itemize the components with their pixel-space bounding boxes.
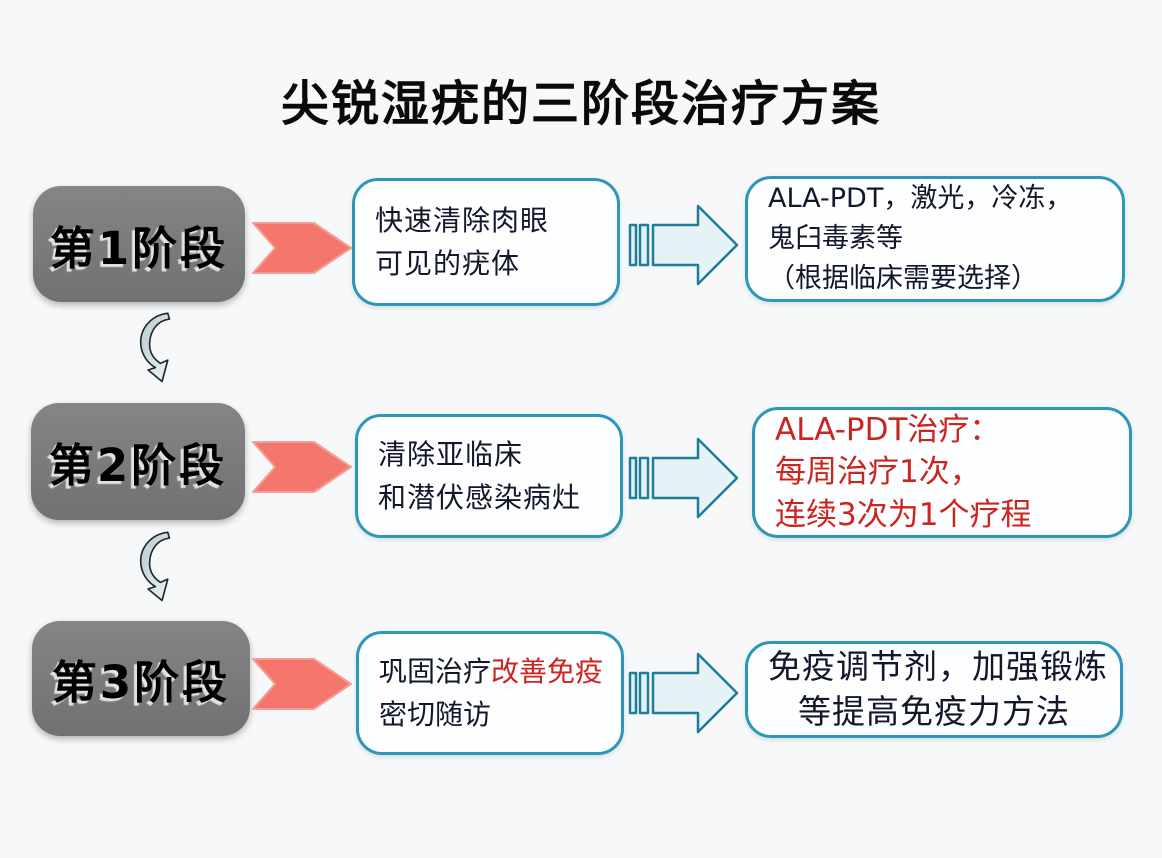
stage-2-box: 第2阶段 xyxy=(31,403,245,520)
stage-3-box: 第3阶段 xyxy=(32,621,250,736)
chevron-right-arrow-icon xyxy=(252,222,352,274)
stage-1-box: 第1阶段 xyxy=(33,186,245,302)
stage-2-method-line-1: ALA-PDT治疗： xyxy=(775,412,1001,449)
curved-down-arrow-icon xyxy=(139,312,171,383)
stage-2-goal-line-1: 清除亚临床 xyxy=(378,437,524,471)
chevron-right-arrow-icon xyxy=(252,441,352,493)
striped-right-arrow-icon xyxy=(628,437,739,519)
stage-1-goal-line-1: 快速清除肉眼 xyxy=(375,203,550,237)
stage-2-method-line-3: 连续3次为1个疗程 xyxy=(775,496,1032,533)
stage-1-goal-box: 快速清除肉眼 可见的疣体 xyxy=(352,178,620,306)
stage-3-label: 第3阶段 xyxy=(51,656,231,709)
page-title: 尖锐湿疣的三阶段治疗方案 xyxy=(280,76,881,132)
curved-down-arrow-icon xyxy=(139,531,171,602)
stage-2-method-box: ALA-PDT治疗： 每周治疗1次， 连续3次为1个疗程 xyxy=(752,407,1132,538)
stage-3-method-box: 免疫调节剂，加强锻炼 等提高免疫力方法 xyxy=(745,641,1123,738)
stage-3-method-line-1: 免疫调节剂，加强锻炼 xyxy=(768,646,1108,686)
chevron-right-arrow-icon xyxy=(252,658,352,710)
striped-right-arrow-icon xyxy=(628,204,739,286)
stage-2-method-line-2: 每周治疗1次， xyxy=(775,454,981,491)
stage-3-goal-line-1-red: 改善免疫 xyxy=(491,654,604,688)
stage-1-method-line-1: ALA-PDT，激光，冷冻， xyxy=(768,183,1073,215)
stage-3-goal-line-1-dark: 巩固治疗 xyxy=(379,654,492,688)
stage-2-goal-line-2: 和潜伏感染病灶 xyxy=(378,481,582,514)
stage-1-label: 第1阶段 xyxy=(49,221,229,275)
stage-1-goal-line-2: 可见的疣体 xyxy=(375,247,521,280)
stage-3-goal-box: 巩固治疗改善免疫 密切随访 xyxy=(356,631,624,755)
stage-3-goal-line-1: 巩固治疗改善免疫 xyxy=(379,650,604,693)
stage-3-method-line-2: 等提高免疫力方法 xyxy=(798,691,1070,731)
striped-right-arrow-icon xyxy=(628,652,739,734)
stage-1-method-line-3: （根据临床需要选择） xyxy=(768,262,1038,294)
stage-1-method-box: ALA-PDT，激光，冷冻， 鬼臼毒素等 （根据临床需要选择） xyxy=(745,176,1125,302)
stage-2-goal-box: 清除亚临床 和潜伏感染病灶 xyxy=(355,414,623,538)
stage-2-label: 第2阶段 xyxy=(48,439,228,492)
stage-1-method-line-2: 鬼臼毒素等 xyxy=(768,223,903,255)
stage-3-goal-line-2: 密切随访 xyxy=(379,698,492,731)
